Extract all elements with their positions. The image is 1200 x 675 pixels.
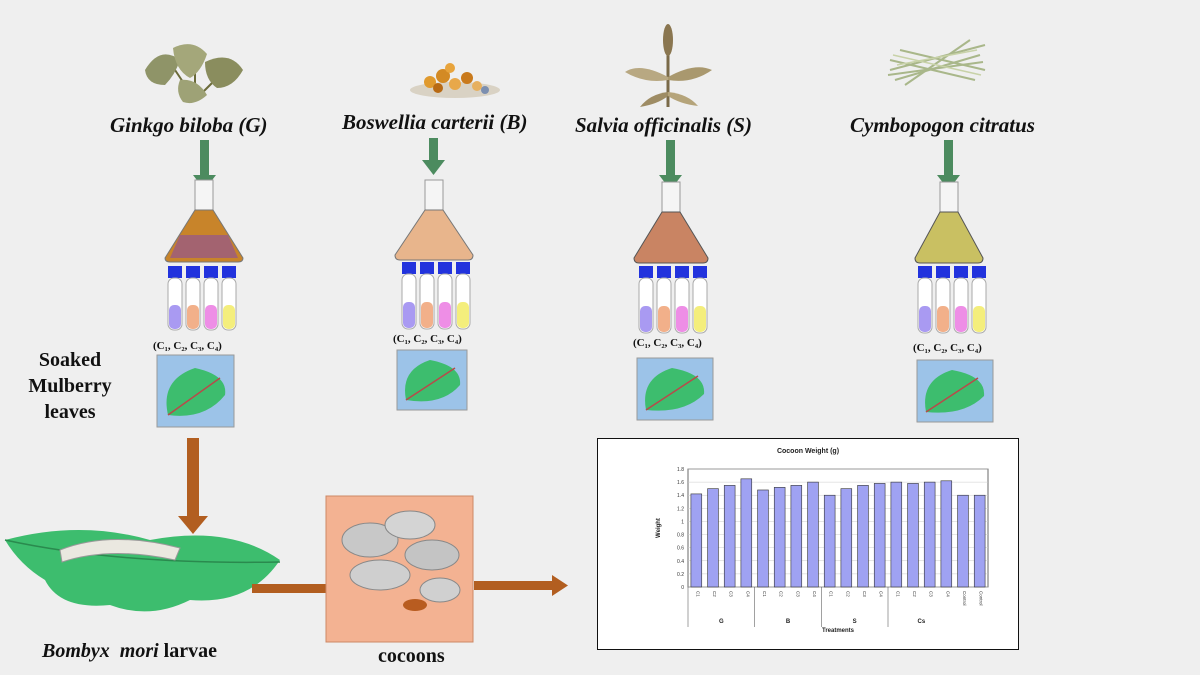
chart-title: Cocoon Weight (g) <box>777 448 839 455</box>
cocoon-weight-chart: Cocoon Weight (g) 1.8 1.6 1.4 1.2 1 0.8 0.6 0.4 0… <box>597 438 1019 650</box>
leaf-tank-salvia <box>636 357 714 421</box>
bar <box>757 489 769 588</box>
group-label: S <box>853 619 857 625</box>
plant-label-cymbopogon: Cymbopogon citratus <box>850 113 1035 137</box>
x-tick-label: C2 <box>779 591 784 597</box>
bar <box>957 494 969 588</box>
test-tubes-boswellia <box>401 262 471 330</box>
cocoons-label: cocoons <box>378 645 445 667</box>
x-tick-label: C2 <box>712 591 717 597</box>
larvae-species-name: Bombyx mori <box>42 640 159 662</box>
bar <box>773 487 786 588</box>
x-tick-label: C3 <box>795 591 800 597</box>
bar <box>973 494 986 588</box>
plant-label-boswellia: Boswellia carterii (B) <box>342 110 528 134</box>
y-tick-label: 1.8 <box>677 467 684 473</box>
x-tick-label: C3 <box>929 591 934 597</box>
y-tick-label: 0.6 <box>677 546 684 552</box>
bar <box>723 485 736 588</box>
group-label: G <box>719 619 724 625</box>
x-tick-label: C2 <box>912 591 917 597</box>
x-tick-label: C3 <box>729 591 734 597</box>
y-axis-label: Weight <box>656 518 662 538</box>
test-tubes-salvia <box>638 266 708 334</box>
plot-area <box>687 468 989 588</box>
plant-label-ginkgo: Ginkgo biloba (G) <box>110 113 268 137</box>
leaf-tank-cymbopogon <box>916 359 994 423</box>
flask-salvia <box>633 181 709 264</box>
bar <box>823 494 836 588</box>
x-tick-label: C4 <box>812 591 817 597</box>
bar <box>873 483 886 588</box>
bar <box>857 485 869 588</box>
soaked-mulberry-label: Soaked Mulberry leaves <box>28 349 112 423</box>
bar <box>907 483 919 588</box>
x-axis-label: Treatments <box>822 628 855 634</box>
bar <box>807 481 819 588</box>
y-tick-label: 0.8 <box>677 533 684 539</box>
x-tick-label: Control <box>962 591 967 606</box>
concentrations-boswellia: (C₁, C₂, C₃, C₄) <box>393 333 462 345</box>
test-tubes-ginkgo <box>167 266 237 331</box>
flask-cymbopogon <box>914 181 984 264</box>
x-tick-label: C3 <box>862 591 867 597</box>
concentrations-ginkgo: (C₁, C₂, C₃, C₄) <box>153 340 222 352</box>
chart-plot: Cocoon Weight (g) 1.8 1.6 1.4 1.2 1 0.8 0.6 0.4 0… <box>656 448 989 634</box>
bar <box>940 480 953 588</box>
y-tick-label: 1.4 <box>677 493 684 499</box>
bar <box>840 488 853 588</box>
down-arrow-brown <box>178 438 208 534</box>
bar <box>890 481 903 588</box>
larvae-leaf-image <box>4 530 281 612</box>
y-tick-label: 0 <box>681 585 684 591</box>
larvae-word: larvae <box>158 640 217 662</box>
y-tick-label: 0.4 <box>677 559 684 565</box>
y-tick-label: 1.6 <box>677 480 684 486</box>
x-tick-label: Control <box>979 591 984 606</box>
x-tick-label: C4 <box>745 591 750 597</box>
plant-label-salvia: Salvia officinalis (S) <box>575 113 752 137</box>
x-tick-label: C4 <box>879 591 884 597</box>
flask-ginkgo <box>164 179 244 263</box>
right-arrow-cocoons <box>474 575 568 596</box>
group-label: B <box>786 619 791 625</box>
x-tick-label: C1 <box>829 591 834 597</box>
bar <box>707 488 719 588</box>
x-tick-label: C1 <box>895 591 900 597</box>
x-tick-label: C1 <box>762 591 767 597</box>
leaf-tank-ginkgo <box>156 354 235 428</box>
lemongrass-image <box>887 39 986 86</box>
bar <box>740 478 753 588</box>
extraction-columns <box>156 138 994 428</box>
concentrations-cymbopogon: (C₁, C₂, C₃, C₄) <box>913 342 982 354</box>
test-tubes-cymbopogon <box>917 266 987 334</box>
x-tick-label: C2 <box>845 591 850 597</box>
x-tick-label: C1 <box>695 591 700 597</box>
concentrations-salvia: (C₁, C₂, C₃, C₄) <box>633 337 702 349</box>
bar <box>790 485 803 588</box>
y-tick-label: 0.2 <box>677 572 684 578</box>
flask-boswellia <box>394 179 474 261</box>
y-tick-label: 1.2 <box>677 506 684 512</box>
bar <box>690 493 703 588</box>
leaf-tank-boswellia <box>396 349 468 411</box>
ginkgo-leaves-image <box>145 44 243 104</box>
boswellia-resin-image <box>410 63 500 98</box>
down-arrow-boswellia <box>422 138 445 175</box>
larvae-label: Bombyx mori larvae <box>42 640 217 663</box>
group-label: Cs <box>917 619 925 625</box>
bar <box>923 481 936 588</box>
x-tick-label: C4 <box>945 591 950 597</box>
cocoons-box <box>325 495 474 643</box>
salvia-plant-image <box>625 24 712 107</box>
y-tick-label: 1 <box>681 519 684 525</box>
bottom-flow <box>4 438 568 643</box>
